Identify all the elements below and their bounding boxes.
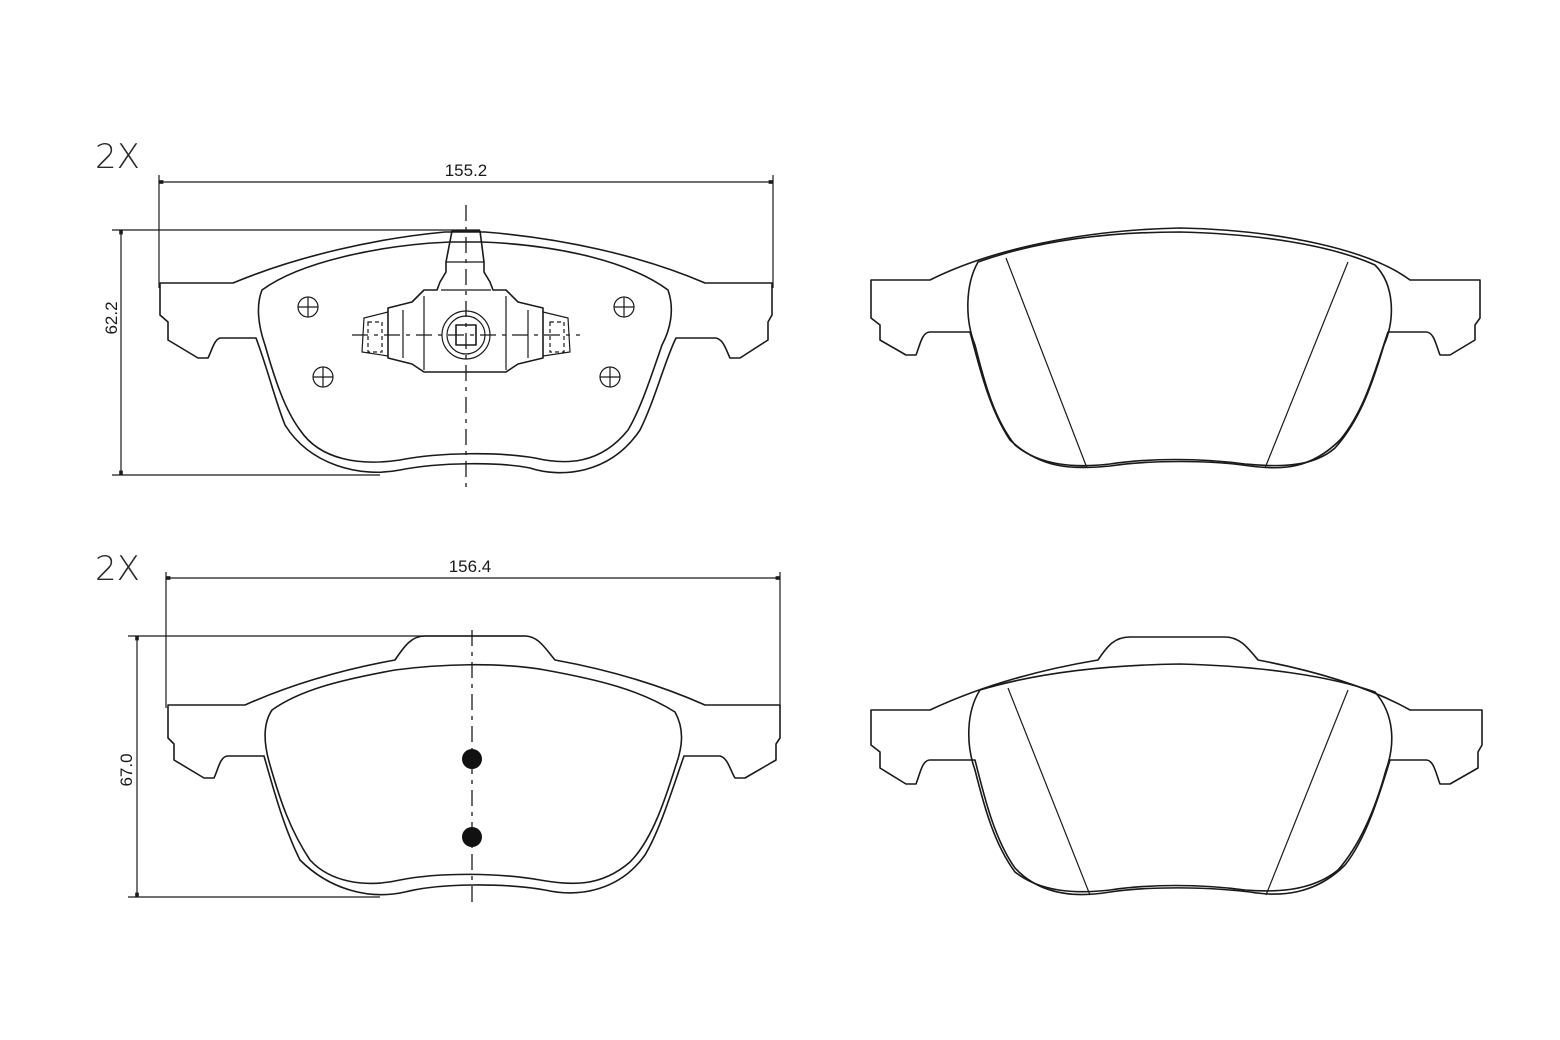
circle-cross-marker [312, 366, 334, 388]
pad-2-height-dimension: 67.0 [117, 635, 525, 898]
pad-1-width-dimension: 155.2 [158, 161, 774, 288]
circle-cross-marker [599, 366, 621, 388]
pad-2-back-view: 2X 156.4 67.0 [95, 549, 781, 905]
filled-dot-marker [462, 827, 482, 847]
pad-1-width-value: 155.2 [445, 161, 488, 180]
wear-sensor-housing [352, 230, 580, 373]
pad-2-width-dimension: 156.4 [165, 557, 781, 708]
pad-1-markers [297, 296, 635, 388]
pad-2-height-value: 67.0 [117, 753, 136, 786]
circle-cross-marker [297, 296, 319, 318]
pad-1-back-view: 2X 155.2 62.2 [95, 137, 774, 492]
pad-2-friction-view [870, 636, 1483, 896]
filled-dot-marker [462, 749, 482, 769]
pad-1-height-dimension: 62.2 [102, 229, 480, 476]
pad-1-height-value: 62.2 [102, 301, 121, 334]
pad-1-quantity-label: 2X [95, 137, 140, 177]
pad-2-quantity-label: 2X [95, 549, 140, 589]
pad-1-friction-view [870, 227, 1481, 469]
circle-cross-marker [613, 296, 635, 318]
pad-2-width-value: 156.4 [449, 557, 492, 576]
